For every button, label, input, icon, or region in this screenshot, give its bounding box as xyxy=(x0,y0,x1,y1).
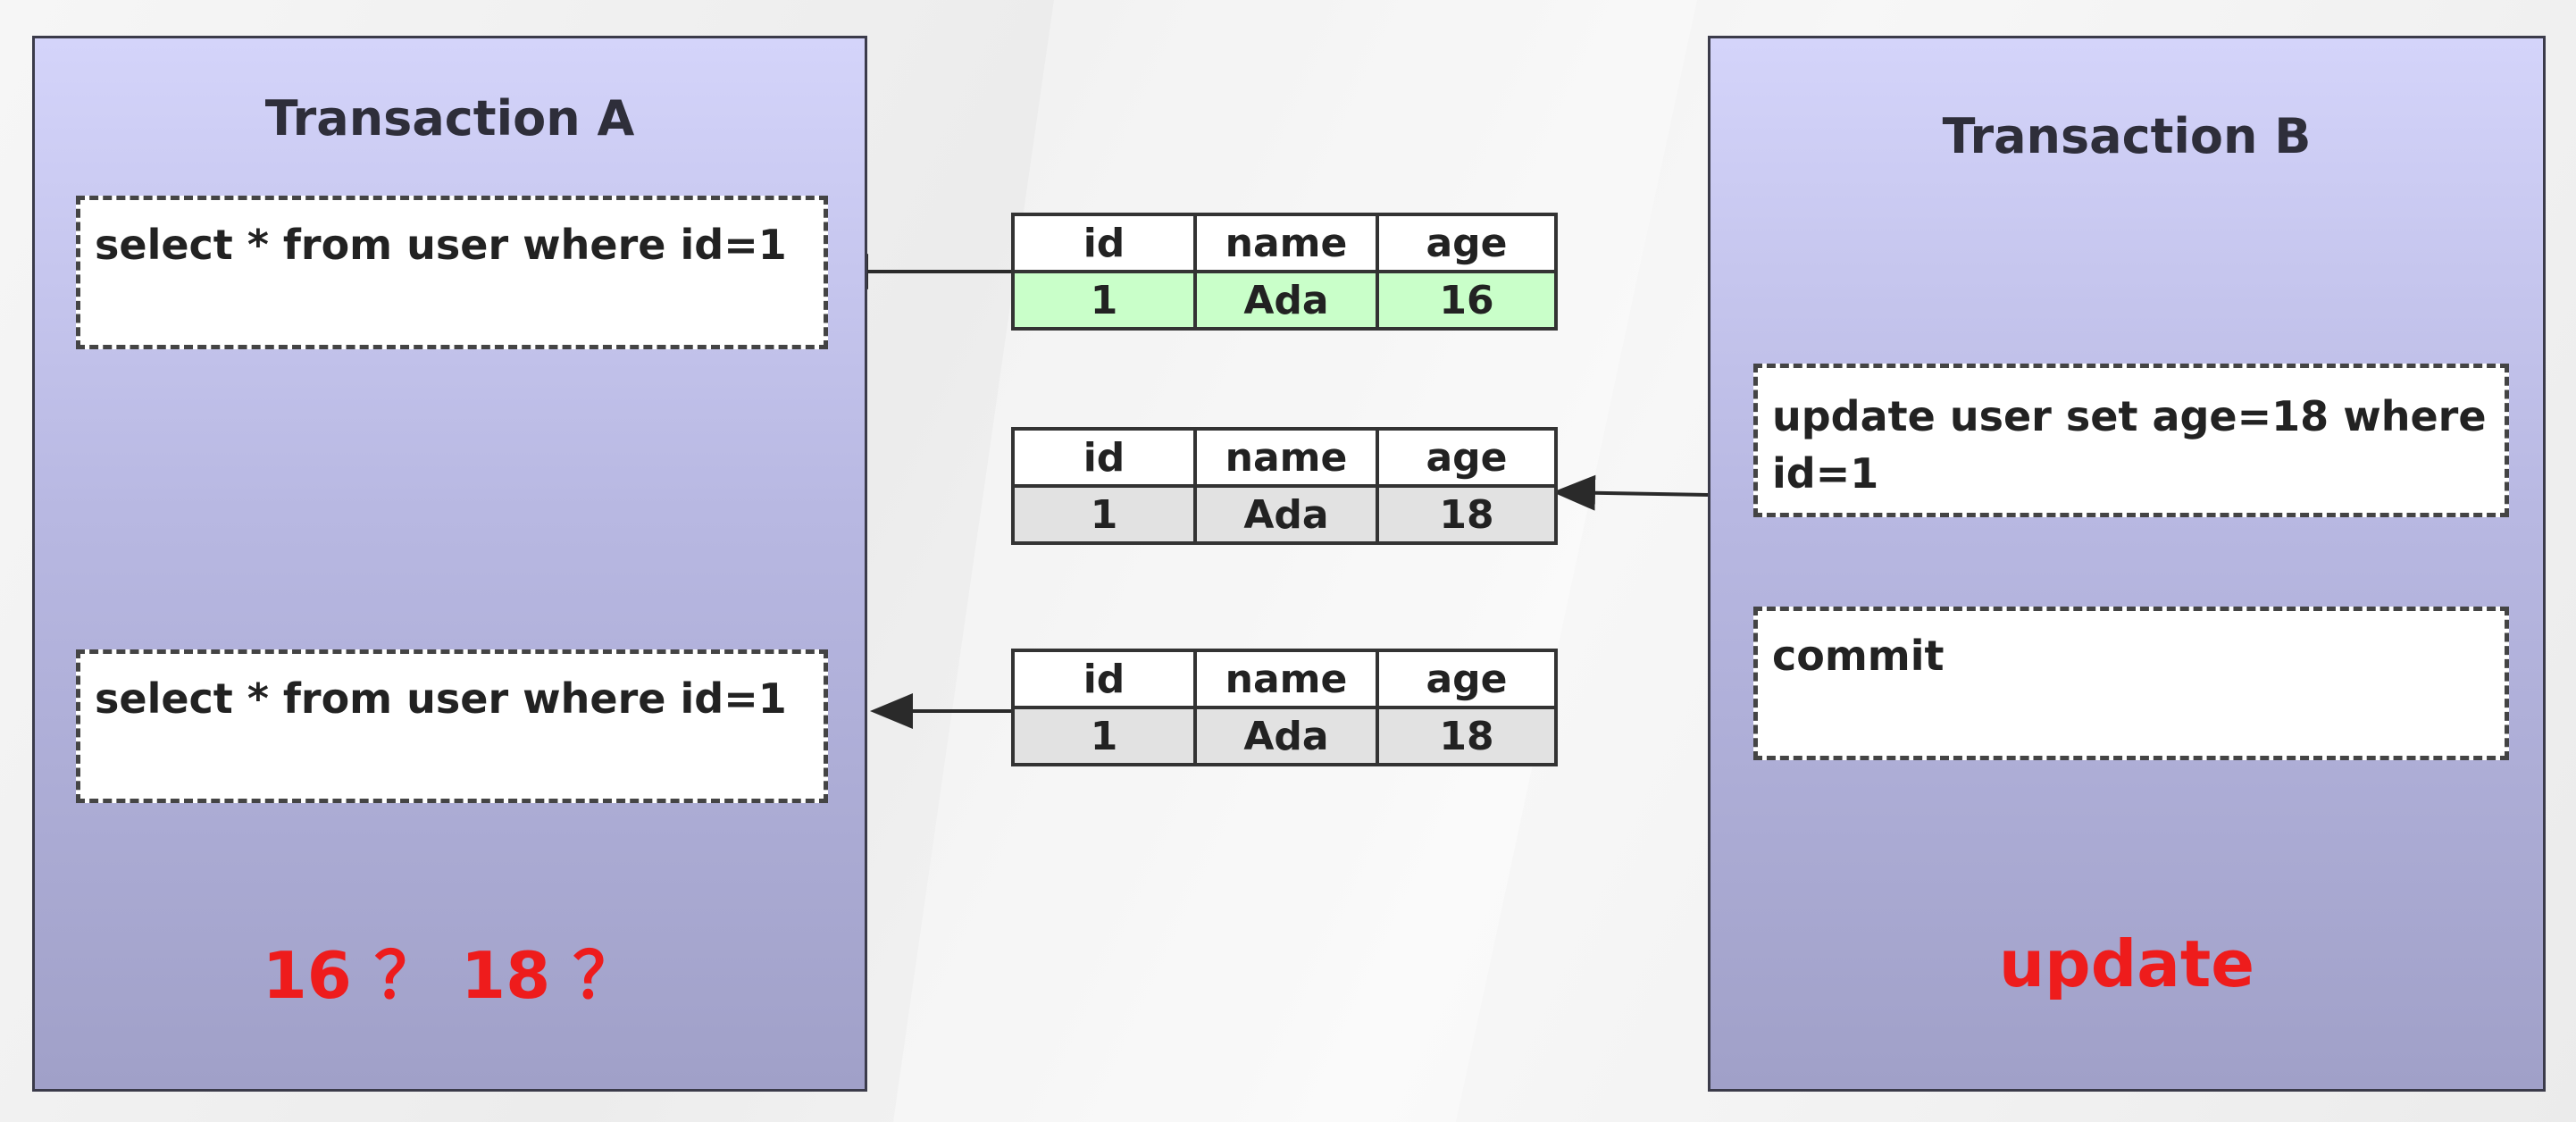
cell-age: 18 xyxy=(1376,706,1558,766)
table-row: 1 Ada 16 xyxy=(1011,270,1558,331)
col-id-header: id xyxy=(1011,427,1197,488)
cell-id: 1 xyxy=(1011,706,1197,766)
user-row-table-2: id name age 1 Ada 18 xyxy=(1011,427,1558,545)
user-row-table-3: id name age 1 Ada 18 xyxy=(1011,649,1558,766)
col-id-header: id xyxy=(1011,213,1197,273)
cell-id: 1 xyxy=(1011,270,1197,331)
arrow-update-to-table2 xyxy=(1552,474,1709,511)
cell-age: 18 xyxy=(1376,484,1558,545)
cell-id: 1 xyxy=(1011,484,1197,545)
cell-name: Ada xyxy=(1193,484,1379,545)
col-name-header: name xyxy=(1193,649,1379,709)
cell-name: Ada xyxy=(1193,270,1379,331)
transaction-b-title: Transaction B xyxy=(1942,108,2312,164)
transaction-a-result-question: 16 ？ 18 ？ xyxy=(262,938,638,1013)
transaction-a-query-1: select * from user where id=1 xyxy=(76,196,828,349)
transaction-a-panel: Transaction A select * from user where i… xyxy=(32,36,867,1092)
table-row: 1 Ada 18 xyxy=(1011,706,1558,766)
transaction-b-panel: Transaction B update user set age=18 whe… xyxy=(1708,36,2546,1092)
col-id-header: id xyxy=(1011,649,1197,709)
col-age-header: age xyxy=(1376,427,1558,488)
transaction-b-update-statement: update user set age=18 where id=1 xyxy=(1753,364,2509,517)
col-name-header: name xyxy=(1193,213,1379,273)
col-age-header: age xyxy=(1376,213,1558,273)
cell-age: 16 xyxy=(1376,270,1558,331)
cell-name: Ada xyxy=(1193,706,1379,766)
table-row: 1 Ada 18 xyxy=(1011,484,1558,545)
col-age-header: age xyxy=(1376,649,1558,709)
transaction-a-query-2: select * from user where id=1 xyxy=(76,649,828,803)
transaction-b-update-label: update xyxy=(1998,926,2255,1001)
user-row-table-1: id name age 1 Ada 16 xyxy=(1011,213,1558,331)
col-name-header: name xyxy=(1193,427,1379,488)
transaction-a-title: Transaction A xyxy=(264,90,635,147)
transaction-b-commit-statement: commit xyxy=(1753,607,2509,760)
